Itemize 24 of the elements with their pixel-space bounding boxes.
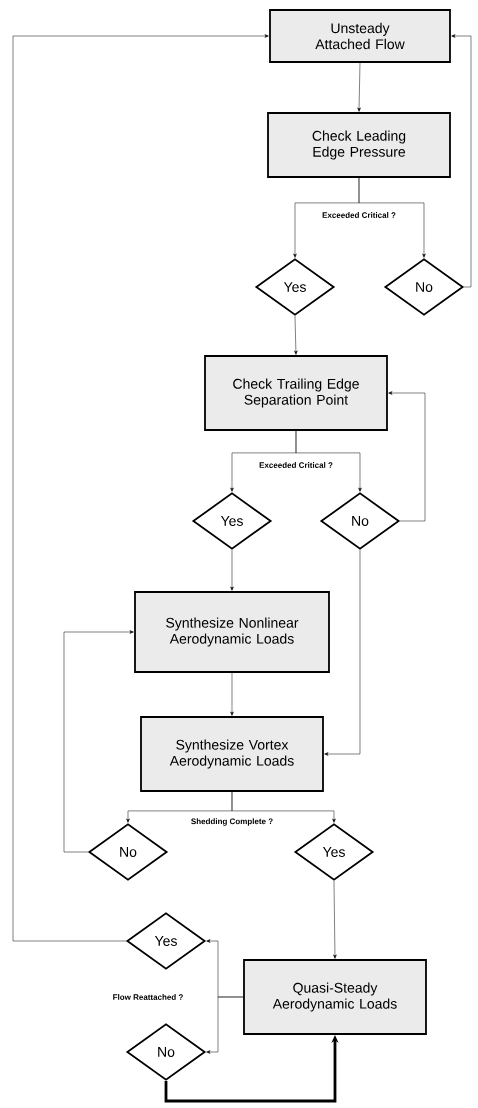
arrow <box>358 177 426 258</box>
process-box: Synthesize Vortex Aerodynamic Loads <box>140 716 324 792</box>
process-box: Synthesize Nonlinear Aerodynamic Loads <box>134 591 330 673</box>
arrow <box>230 672 234 716</box>
arrow <box>206 996 244 1054</box>
process-box: Check Leading Edge Pressure <box>267 112 451 178</box>
arrow <box>230 549 234 591</box>
process-box: Unsteady Attached Flow <box>269 9 451 63</box>
edge-label: Shedding Complete ? <box>189 817 275 827</box>
arrow <box>324 549 361 756</box>
arrow <box>294 315 298 355</box>
edge-label: Flow Reattached ? <box>111 993 185 1001</box>
process-box: Quasi-Steady Aerodynamic Loads <box>243 959 427 1035</box>
process-box: Check Trailing Edge Separation Point <box>204 355 388 431</box>
arrow <box>357 62 361 112</box>
arrow <box>63 630 134 853</box>
arrow <box>295 430 362 492</box>
edge-label: Exceeded Critical ? <box>321 211 397 219</box>
arrow <box>231 791 336 823</box>
arrow <box>451 34 472 288</box>
edge-label: Exceeded Critical ? <box>258 461 334 469</box>
arrow <box>12 34 269 942</box>
arrow <box>388 391 426 522</box>
arrow <box>333 880 337 959</box>
